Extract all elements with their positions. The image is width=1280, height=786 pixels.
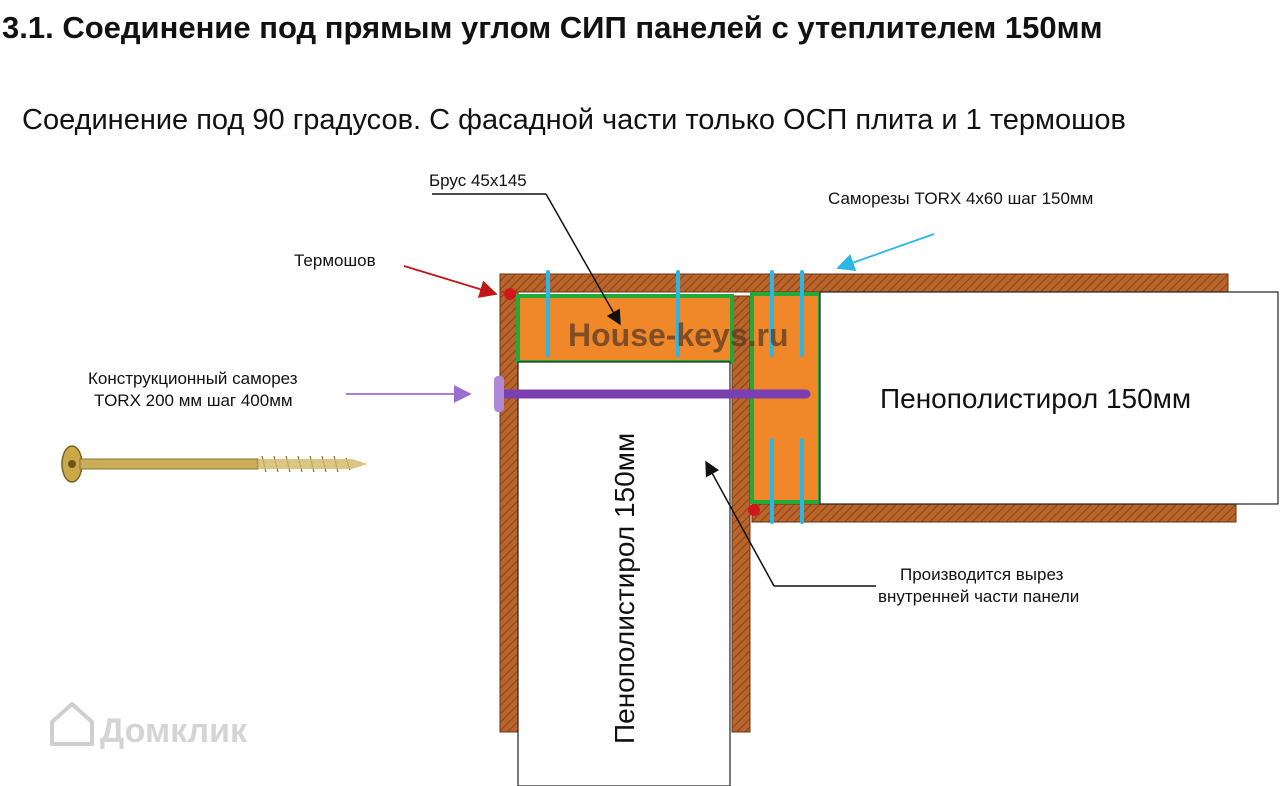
thermal-seam-bottom [748, 504, 760, 516]
osb-bottom-horizontal [751, 503, 1237, 523]
leader-beam-arrow [545, 193, 621, 326]
label-thermal-seam: Термошов [294, 251, 376, 270]
short-screws-bottom [770, 438, 804, 524]
leader-thermal-seam-arrow [403, 265, 498, 298]
osb-left-vertical [499, 291, 519, 733]
page-title: 3.1. Соединение под прямым углом СИП пан… [2, 10, 1103, 45]
leader-screws-arrow [836, 233, 935, 272]
structural-screw-head [494, 376, 504, 412]
watermark-site: House-keys.ru [568, 317, 789, 353]
osb-top-horizontal [499, 273, 1229, 293]
label-screws: Саморезы TORX 4х60 шаг 150мм [828, 189, 1093, 208]
home-icon [50, 702, 94, 746]
watermark-logo: Домклик [50, 702, 248, 750]
structural-screw-illustration [61, 445, 368, 483]
thermal-seam-top [504, 288, 516, 300]
foam-vertical [517, 361, 731, 786]
label-beam: Брус 45х145 [429, 171, 527, 190]
watermark-brand: Домклик [100, 712, 248, 750]
foam-vertical-label: Пенополистирол 150мм [609, 433, 640, 744]
leader-cutout-arrow [705, 460, 775, 587]
foam-horizontal-label: Пенополистирол 150мм [880, 383, 1191, 414]
short-screws-top [546, 270, 804, 357]
foam-horizontal [819, 291, 1279, 505]
label-cutout-2: внутренней части панели [878, 587, 1079, 606]
label-cutout-1: Производится вырез [900, 565, 1064, 584]
label-structural-screw-1: Конструкционный саморез [88, 369, 298, 388]
label-structural-screw-2: TORX 200 мм шаг 400мм [94, 391, 293, 410]
beam-top [516, 294, 734, 364]
page-subtitle: Соединение под 90 градусов. С фасадной ч… [22, 104, 1126, 136]
